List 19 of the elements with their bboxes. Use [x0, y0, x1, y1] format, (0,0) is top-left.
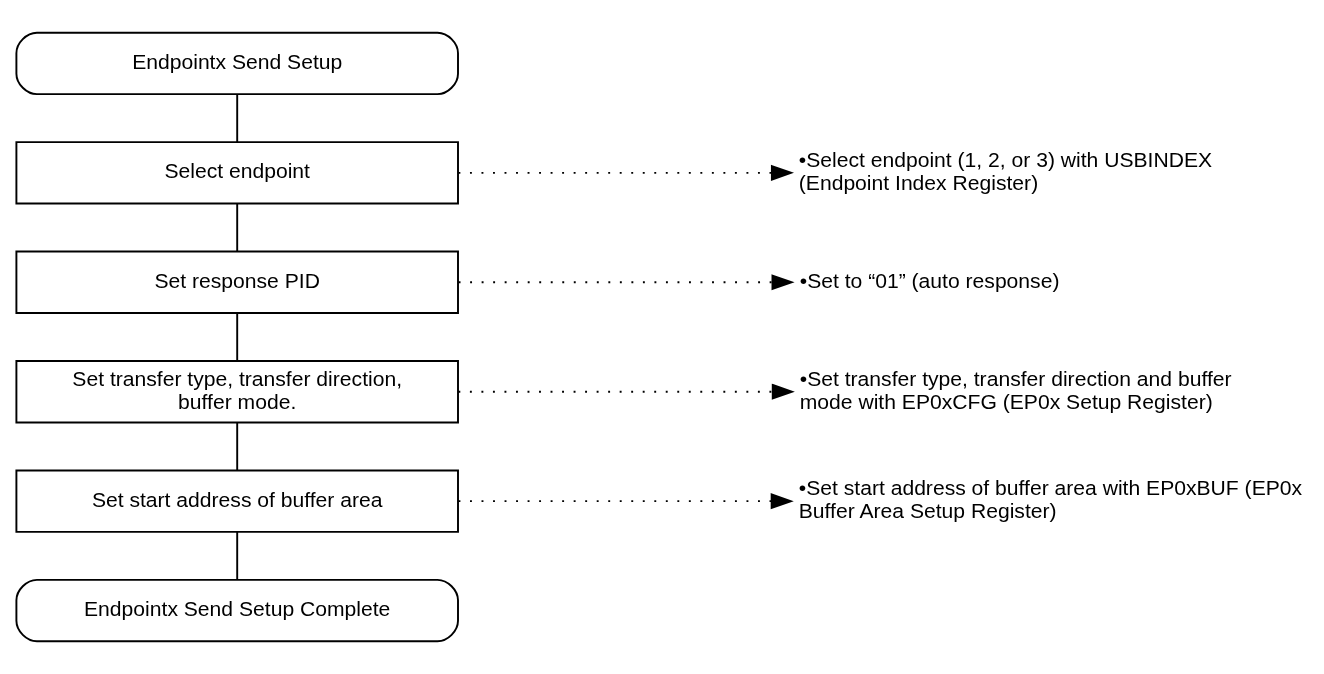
arrow: [457, 164, 794, 181]
arrow: [457, 274, 795, 291]
connector: [236, 312, 239, 362]
node-text: •Set transfer type, transfer direction and buffer mode with EP0xCFG (EP0x Setup Register): [799, 366, 1232, 413]
node-box: Set start address of buffer area: [15, 469, 459, 533]
node-text: •Set start address of buffer area with EP0xBUF (EP0x Buffer Area Setup Register): [798, 476, 1303, 523]
arrow: [457, 383, 795, 400]
connector: [236, 531, 239, 581]
node-text: •Select endpoint (1, 2, or 3) with USBINDEX (Endpoint Index Register): [798, 147, 1213, 194]
node-box: Set transfer type, transfer direction, buffer mode.: [15, 360, 459, 424]
node-box: Select endpoint: [15, 141, 459, 205]
node-box: Endpointx Send Setup: [15, 31, 459, 96]
node-box: Endpointx Send Setup Complete: [15, 578, 459, 643]
connector: [236, 93, 239, 144]
node-text: •Set to “01” (auto response): [799, 268, 1060, 292]
connector: [236, 421, 239, 472]
connector: [236, 202, 239, 253]
arrow: [457, 493, 794, 510]
node-box: Set response PID: [15, 250, 459, 314]
